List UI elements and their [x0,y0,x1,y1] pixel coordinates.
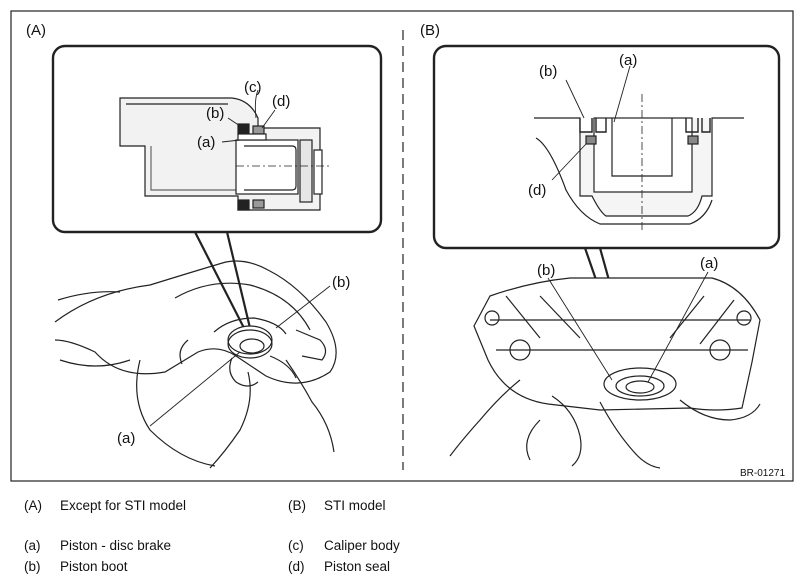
leader-d-inset [261,109,276,129]
legend-key-b: (b) [24,559,41,574]
callout-a-inset-b: (a) [619,52,637,69]
legend-text-A: Except for STI model [60,498,187,513]
leader-b-inset [227,117,244,129]
leader-a-main-b [647,271,709,383]
legend-text-B: STI model [324,498,386,513]
panel-b [432,44,781,469]
detail-inset-a [51,44,383,234]
caliper-illustration-a [54,260,337,469]
leader-b-inset-b [565,79,585,119]
legend-text-b: Piston boot [60,559,128,574]
leader-a-main-a [149,351,241,427]
callout-c-inset-a: (c) [244,79,262,96]
legend-text-c: Caliper body [324,538,400,553]
caliper-section-a [119,97,330,211]
legend-text-d: Piston seal [324,559,391,574]
callout-a-main-b: (a) [700,255,718,272]
inset-pointer-a2 [225,231,252,329]
callout-d-inset-b: (d) [528,182,546,199]
legend-key-d: (d) [288,559,305,574]
callout-d-inset-a: (d) [272,93,290,110]
leader-a-inset-b [613,65,631,123]
legend-key-a: (a) [24,538,41,553]
callout-a-inset-a: (a) [197,134,215,151]
callout-b-main-a: (b) [332,274,350,291]
legend-key-B: (B) [288,498,306,513]
caliper-section-b [534,94,744,230]
figure-id: BR-01271 [740,468,785,479]
leader-d-inset-b [551,143,587,181]
callout-a-main-a: (a) [117,430,135,447]
legend-text-a: Piston - disc brake [60,538,172,553]
legend-key-A: (A) [24,498,42,513]
panel-b-label: (B) [420,22,440,39]
panel-a-label: (A) [26,22,46,39]
callout-b-inset-a: (b) [206,105,224,122]
leader-b-main-a [275,285,331,329]
leader-a-inset [221,139,241,143]
callout-b-main-b: (b) [537,262,555,279]
panel-a [51,44,383,469]
inset-pointer-a [194,231,246,331]
detail-inset-b [432,44,781,250]
legend-key-c: (c) [288,538,304,553]
leader-b-main-b [547,277,613,381]
callout-b-inset-b: (b) [539,63,557,80]
caliper-illustration-b [449,277,761,469]
leader-c-inset [254,89,259,119]
figure-frame [10,10,794,482]
